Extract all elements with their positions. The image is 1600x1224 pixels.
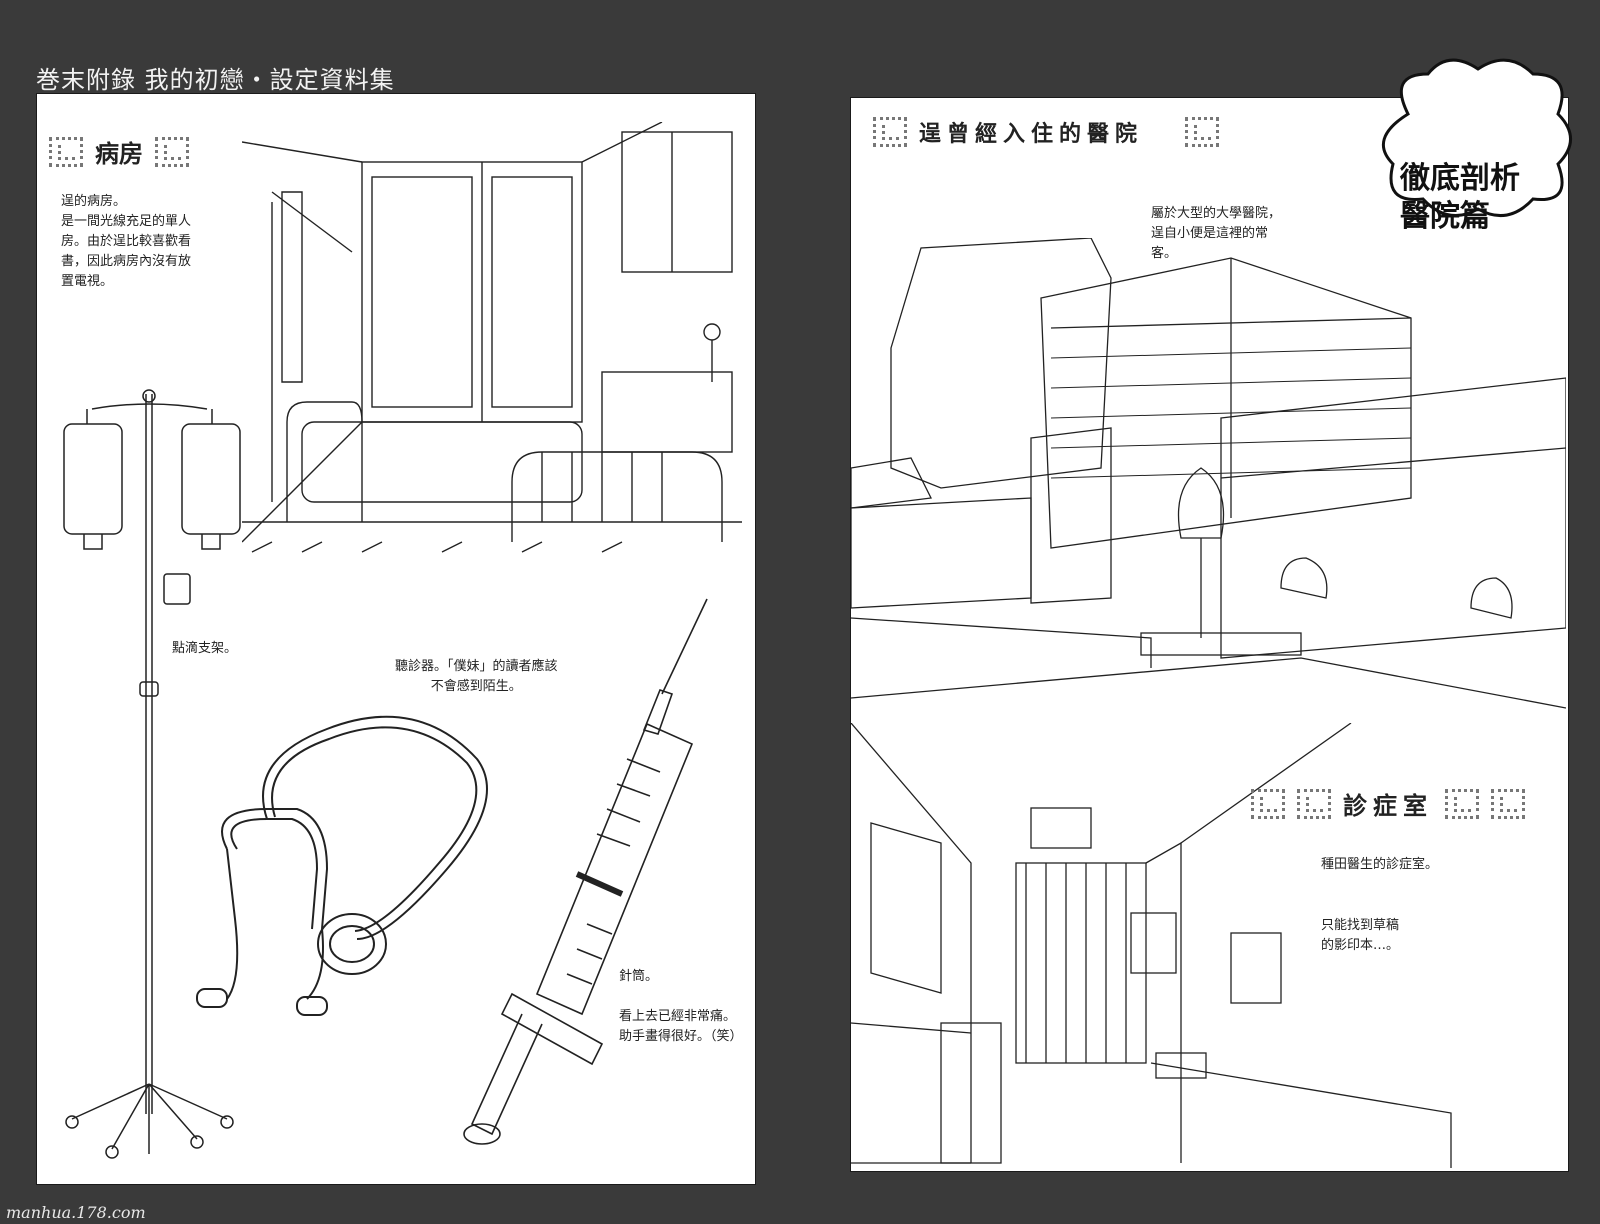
left-page: 病房 逞的病房。 是一間光線充足的單人 房。由於逞比較喜歡看 書，因此病房內沒有… <box>36 93 756 1185</box>
iv-stand-caption: 點滴支架。 <box>172 641 238 656</box>
meander-pattern-icon <box>1491 788 1525 819</box>
meander-pattern-icon <box>155 136 189 167</box>
meander-pattern-icon <box>1445 788 1479 819</box>
meander-pattern-icon <box>873 117 907 147</box>
hospital-room-illustration <box>242 122 742 553</box>
meander-pattern-icon <box>49 136 83 167</box>
hospital-heading-text: 逞曾經入住的醫院 <box>919 121 1144 147</box>
hospital-heading: 逞曾經入住的醫院 <box>873 116 1220 148</box>
ward-caption: 逞的病房。 是一間光線充足的單人 房。由於逞比較喜歡看 書，因此病房內沒有放 置… <box>61 194 192 289</box>
meander-pattern-icon <box>1185 117 1220 147</box>
meander-pattern-icon <box>1297 788 1331 819</box>
hospital-building-illustration <box>851 238 1566 709</box>
hospital-caption: 屬於大型的大學醫院， 逞自小便是這裡的常 客。 <box>1151 206 1282 261</box>
ward-heading-text: 病房 <box>95 139 143 168</box>
stethoscope-caption: 聽診器。「僕妹」的讀者應該 不會感到陌生。 <box>395 659 558 694</box>
page-header-title: 巻末附錄 我的初戀・設定資料集 <box>36 66 395 94</box>
exam-room-caption-2: 只能找到草稿 的影印本…。 <box>1321 918 1400 953</box>
ward-heading: 病房 <box>49 134 189 169</box>
cloud-bubble-icon <box>1382 58 1572 217</box>
exam-room-caption-1: 種田醫生的診症室。 <box>1321 857 1439 872</box>
watermark: manhua.178.com <box>6 1203 146 1222</box>
exam-room-illustration <box>851 723 1452 1168</box>
exam-room-heading: 診症室 <box>1251 786 1525 821</box>
iv-stand-illustration <box>63 389 241 1159</box>
syringe-illustration <box>463 598 708 1145</box>
right-page: 逞曾經入住的醫院 屬於大型的大學醫院， 逞自小便是這裡的常 客。 <box>850 97 1569 1172</box>
cloud-title-text: 徹底剖析 醫院篇 <box>1400 161 1520 234</box>
meander-pattern-icon <box>1251 788 1285 819</box>
stethoscope-illustration <box>196 715 488 1016</box>
exam-room-heading-text: 診症室 <box>1343 791 1433 820</box>
syringe-caption: 針筒。 看上去已經非常痛。 助手畫得很好。（笑） <box>619 969 743 1044</box>
